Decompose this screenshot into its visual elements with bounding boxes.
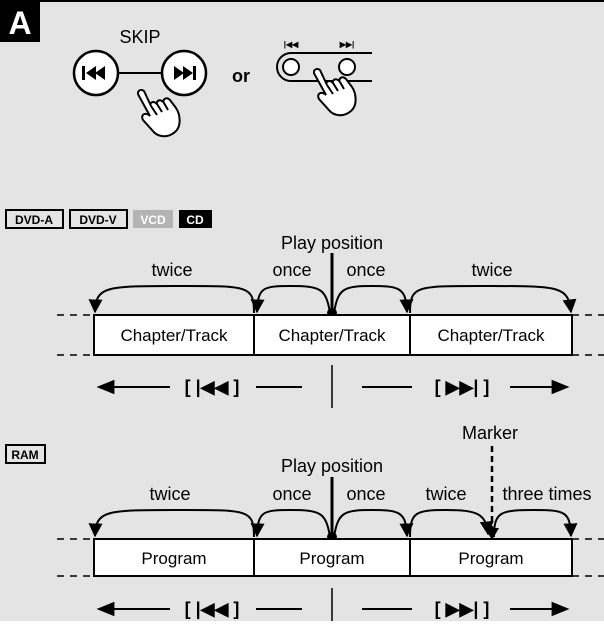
arcs-group-2 [88,508,578,538]
arc-label-three-times: three times [502,484,591,504]
arc-label-once-forward-1: once [346,260,385,280]
arc-label-once-back-2: once [272,484,311,504]
arc-label-twice-back-2: twice [149,484,190,504]
arc-label-twice-forward-2: twice [425,484,466,504]
remote-skip-back-glyph: |◀◀ [284,40,299,49]
section-letter-box [0,2,40,42]
arc-label-once-back-1: once [272,260,311,280]
skip-back-label-1: [ |◀◀ ] [185,377,240,397]
marker-label: Marker [462,423,518,443]
skip-back-label-2: [ |◀◀ ] [185,599,240,619]
disc-badges-group-1: DVD-A DVD-V VCD CD [5,209,212,229]
arcs-group-1 [88,284,577,314]
arc-label-twice-forward-1: twice [471,260,512,280]
segments-group-2: Program Program Program [93,538,573,577]
segment-label: Chapter/Track [120,326,228,345]
marker-arrowhead [485,528,499,540]
remote-pressing-hand-icon [312,67,357,117]
direction-row-2: [ |◀◀ ] [ ▶▶| ] [96,588,570,621]
arc-label-once-forward-2: once [346,484,385,504]
arc-label-twice-back-1: twice [151,260,192,280]
skip-label: SKIP [119,27,160,47]
skip-forward-button[interactable] [160,49,208,97]
remote-skip-forward-glyph: ▶▶| [339,40,355,49]
section-letter: A [8,5,31,41]
skip-back-icon [82,66,85,80]
segment-label: Program [458,549,523,568]
remote-skip-back-button[interactable] [282,58,300,76]
badge-dvd-a: DVD-A [15,213,53,227]
segments-group-1: Chapter/Track Chapter/Track Chapter/Trac… [93,314,573,356]
badge-ram-box [5,444,46,464]
badge-dvd-v: DVD-V [79,213,116,227]
remote-control-panel: |◀◀ ▶▶| [276,40,372,82]
skip-forward-label-1: [ ▶▶| ] [435,377,490,397]
play-position-label-1: Play position [281,233,383,253]
skip-forward-icon [174,66,193,80]
badge-cd: CD [186,213,204,227]
segment-label: Chapter/Track [278,326,386,345]
or-label: or [232,66,250,86]
badge-vcd: VCD [140,213,166,227]
segment-label: Chapter/Track [437,326,545,345]
segment-label: Program [299,549,364,568]
play-position-label-2: Play position [281,456,383,476]
segment-label: Program [141,549,206,568]
direction-row-1: [ |◀◀ ] [ ▶▶| ] [96,365,570,408]
badge-ram: RAM [11,448,38,462]
pressing-hand-icon [136,88,181,138]
skip-back-button[interactable] [72,49,120,97]
remote-skip-forward-button[interactable] [338,58,356,76]
skip-forward-label-2: [ ▶▶| ] [435,599,490,619]
